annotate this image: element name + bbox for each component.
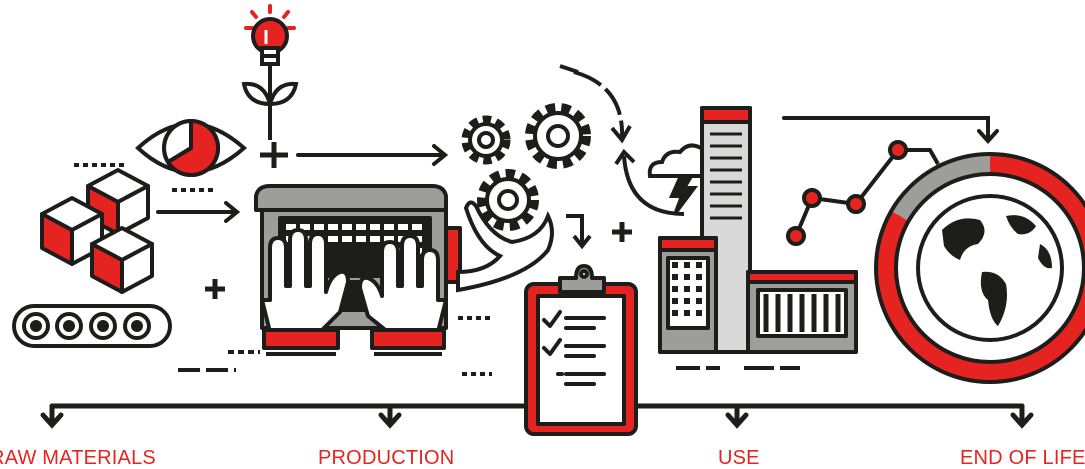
hand-gear-icon — [456, 169, 592, 293]
laptop-hands-icon — [254, 184, 462, 356]
lightbulb-plant-icon — [241, 4, 299, 140]
stage-label-end-of-life: END OF LIFE — [960, 447, 1085, 469]
arrow-icon — [296, 144, 449, 166]
plus-icon — [260, 142, 288, 168]
stage-label-text: RAW MATERIALS — [0, 447, 156, 469]
arrow-icon — [1010, 403, 1034, 429]
globe-icon — [874, 152, 1085, 384]
arrow-icon — [156, 201, 241, 223]
line-graph-icon — [786, 140, 940, 246]
plus-icon — [612, 222, 632, 242]
city-buildings-icon — [658, 106, 858, 354]
clipboard-checklist-icon — [524, 264, 638, 436]
gears-icon — [461, 64, 632, 169]
stage-label-production: PRODUCTION — [318, 447, 455, 469]
arrow-icon — [378, 403, 402, 429]
stage-label-raw-materials: RAW MATERIALS — [0, 447, 166, 469]
eye-chart-icon — [135, 118, 248, 177]
plus-icon — [205, 279, 225, 299]
arrow-icon — [40, 403, 64, 429]
arrow-icon — [725, 403, 749, 429]
cubes-conveyor-icon — [12, 168, 172, 348]
arrow-icon — [782, 116, 999, 144]
stage-label-use: USE — [718, 447, 760, 469]
